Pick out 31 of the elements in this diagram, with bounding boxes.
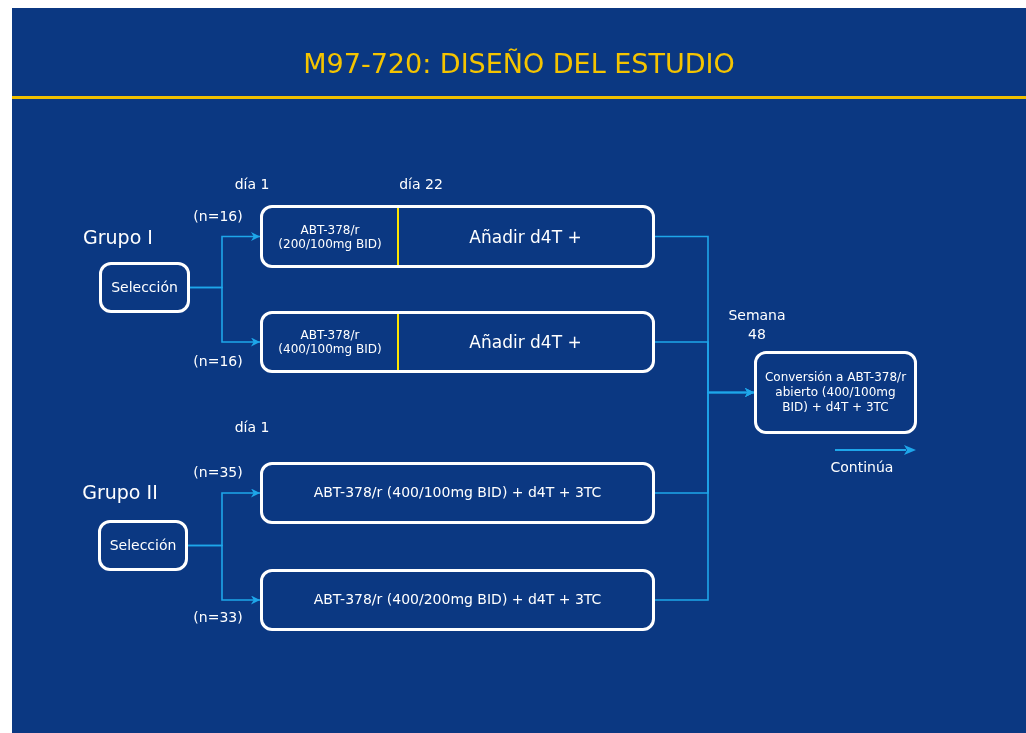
box-text: Conversión a ABT-378/r abierto (400/100mg BID) + d4T + 3TC [763,370,908,415]
sample-size-label: (n=33) [193,609,243,625]
connector-arrow [654,388,755,601]
box-text: ABT-378/r (400/100mg BID) + d4T + 3TC [312,484,603,502]
timepoint-label: Semana 48 [727,306,787,344]
box-text: ABT-378/r (400/200mg BID) + d4T + 3TC [312,591,603,609]
connector-arrow [189,286,261,347]
box-text: Selección [110,278,179,297]
treatment-arm-box [260,462,655,524]
group-label: Grupo I [83,226,153,248]
conversion-box [754,351,917,434]
sample-size-label: (n=16) [193,208,243,224]
group-label: Grupo II [82,481,158,503]
sample-size-label: (n=35) [193,464,243,480]
box-text: Selección [108,536,178,555]
dose-text: ABT-378/r (200/100mg BID) [263,208,399,265]
regimen-text: Añadir d4T + [468,332,583,352]
dose-text: ABT-378/r (400/100mg BID) [263,314,399,370]
treatment-arm-box [260,205,655,268]
screening-box [99,262,190,313]
day-label: día 1 [234,176,270,192]
screening-box [98,520,188,571]
day-label: día 1 [234,419,270,435]
connector-arrow [187,544,261,605]
regimen-text: Añadir d4T + [468,226,583,247]
continuation-label: Continúa [830,459,894,475]
treatment-arm-box [260,569,655,631]
day-label: día 22 [399,176,443,192]
treatment-arm-box [260,311,655,373]
slide-title: M97-720: DISEÑO DEL ESTUDIO [302,48,736,79]
sample-size-label: (n=16) [193,353,243,369]
